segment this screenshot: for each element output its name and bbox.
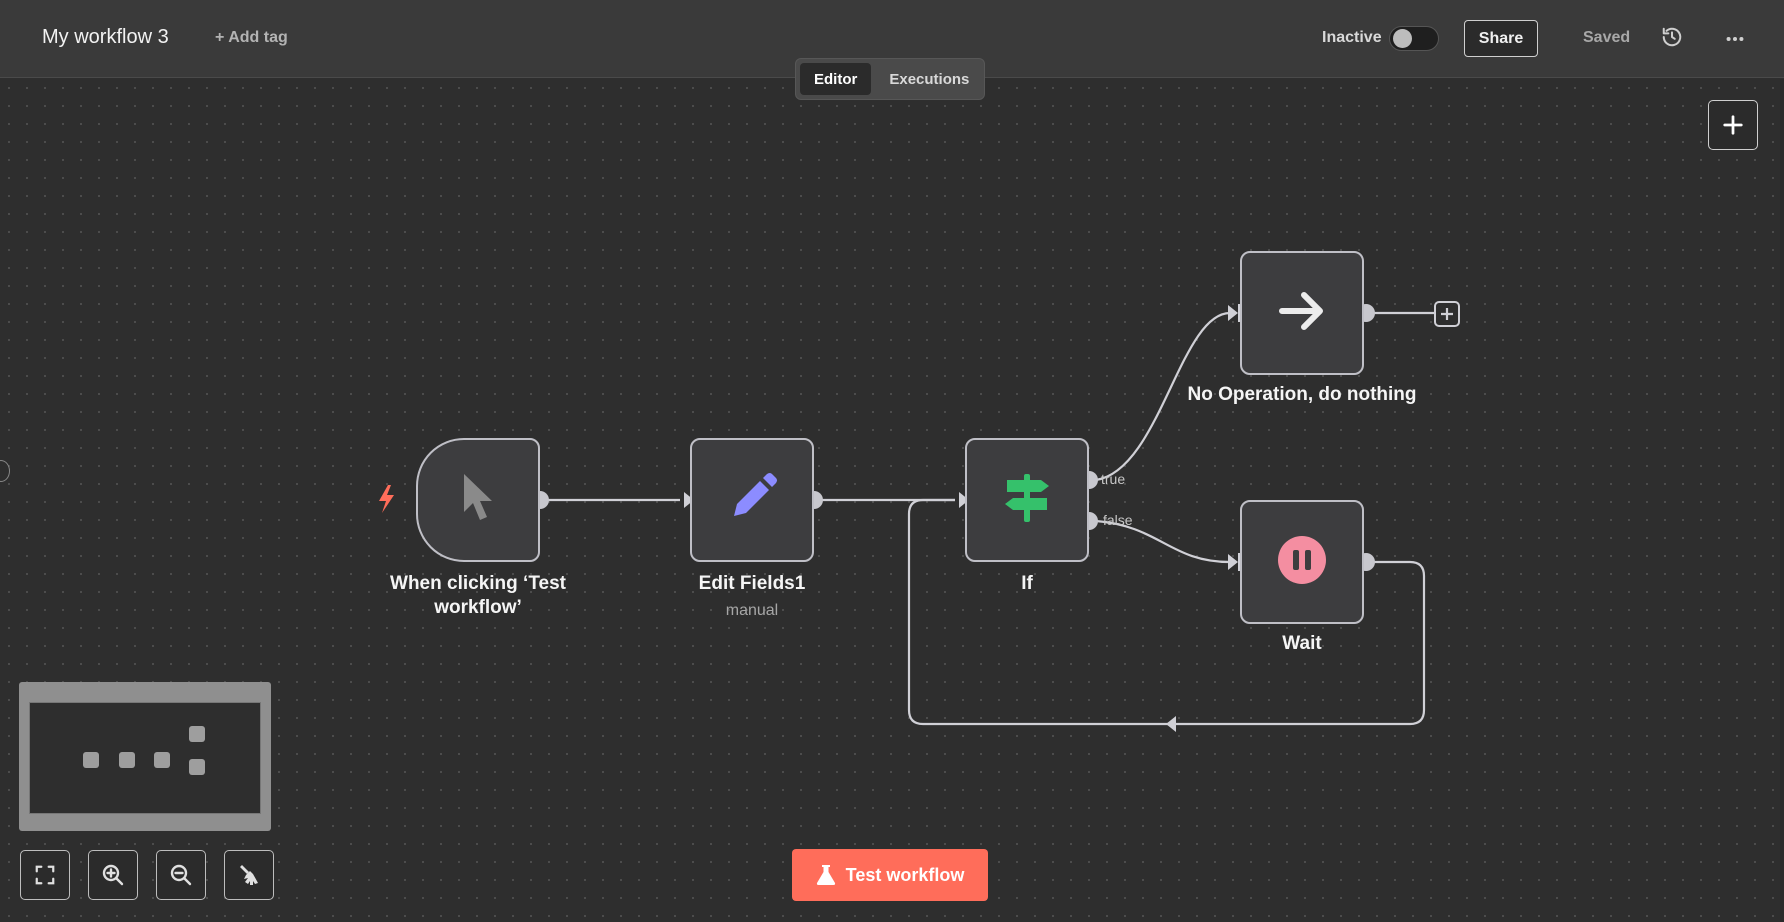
node-label-if: If bbox=[1021, 573, 1033, 594]
toggle-knob bbox=[1393, 29, 1412, 48]
plus-icon bbox=[1723, 115, 1743, 135]
if-output-true-label: true bbox=[1101, 471, 1126, 487]
minimap-node bbox=[189, 726, 205, 742]
add-node-button[interactable] bbox=[1708, 100, 1758, 150]
more-options-icon[interactable] bbox=[1724, 28, 1746, 50]
canvas-minimap[interactable] bbox=[19, 682, 271, 831]
trigger-bolt-icon bbox=[376, 484, 396, 514]
saved-status: Saved bbox=[1583, 29, 1631, 46]
active-toggle[interactable] bbox=[1389, 26, 1439, 51]
minimap-viewport bbox=[29, 702, 261, 814]
minimap-node bbox=[189, 759, 205, 775]
if-output-false-label: false bbox=[1103, 512, 1133, 528]
node-label-edit-fields: Edit Fields1 bbox=[698, 573, 806, 594]
node-no-operation[interactable] bbox=[1240, 251, 1364, 375]
active-status-label: Inactive bbox=[1322, 29, 1382, 46]
zoom-out-button[interactable] bbox=[156, 850, 206, 900]
signpost-icon bbox=[999, 470, 1055, 531]
node-edit-fields[interactable] bbox=[690, 438, 814, 562]
workflow-canvas[interactable] bbox=[0, 79, 1784, 922]
canvas-right-edge bbox=[1780, 79, 1784, 922]
node-label-no-operation: No Operation, do nothing bbox=[1187, 384, 1417, 405]
fit-view-icon bbox=[35, 865, 55, 885]
flask-icon bbox=[816, 865, 835, 885]
node-wait[interactable] bbox=[1240, 500, 1364, 624]
tab-executions[interactable]: Executions bbox=[889, 70, 970, 88]
add-tag-button[interactable]: + Add tag bbox=[215, 29, 288, 46]
node-label-wait: Wait bbox=[1282, 633, 1322, 654]
node-label-trigger: When clicking ‘Test workflow’ bbox=[390, 573, 566, 618]
editor-executions-switch: Editor Executions bbox=[795, 58, 985, 100]
share-button[interactable]: Share bbox=[1464, 20, 1538, 57]
minimap-node bbox=[154, 752, 170, 768]
test-workflow-label: Test workflow bbox=[845, 864, 965, 885]
broom-icon bbox=[240, 865, 258, 885]
arrow-right-icon bbox=[1276, 285, 1328, 342]
node-subtitle-edit-fields: manual bbox=[725, 602, 779, 619]
zoom-in-icon bbox=[102, 864, 124, 886]
node-if[interactable] bbox=[965, 438, 1089, 562]
pause-icon bbox=[1276, 534, 1328, 591]
tidy-up-button[interactable] bbox=[224, 850, 274, 900]
zoom-out-icon bbox=[170, 864, 192, 886]
tab-editor[interactable]: Editor bbox=[800, 63, 872, 95]
zoom-in-button[interactable] bbox=[88, 850, 138, 900]
fit-view-button[interactable] bbox=[20, 850, 70, 900]
test-workflow-button[interactable]: Test workflow bbox=[792, 849, 988, 901]
pointer-icon bbox=[456, 470, 500, 531]
node-manual-trigger[interactable] bbox=[416, 438, 540, 562]
history-icon[interactable] bbox=[1661, 26, 1683, 48]
workflow-title[interactable]: My workflow 3 bbox=[42, 26, 169, 48]
minimap-node bbox=[119, 752, 135, 768]
minimap-node bbox=[83, 752, 99, 768]
pencil-icon bbox=[724, 470, 780, 531]
